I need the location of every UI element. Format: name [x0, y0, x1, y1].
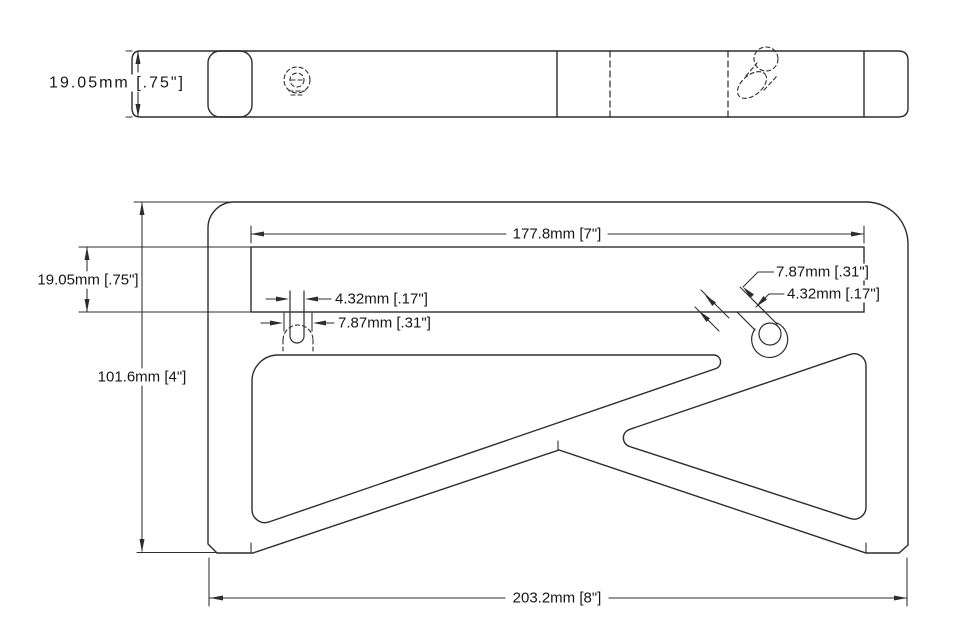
dim-slot-length	[250, 225, 865, 244]
hidden-left-keyhole	[283, 66, 311, 96]
right-cutout	[622, 353, 867, 520]
dim-label-top-thickness: 19.05mm [.75"]	[47, 74, 187, 92]
hidden-projection-lines	[609, 50, 729, 118]
dim-label-slot-length: 177.8mm [7"]	[510, 225, 604, 243]
dim-label-overall-width: 203.2mm [8"]	[510, 589, 604, 607]
angled-keyhole	[736, 298, 789, 358]
dim-label-left-counterbore: 7.87mm [.31"]	[336, 314, 433, 332]
dimensions	[78, 201, 908, 607]
dim-label-rail-height: 19.05mm [.75"]	[35, 271, 141, 289]
dim-label-overall-height: 101.6mm [4"]	[95, 368, 189, 386]
dim-overall-height	[133, 201, 234, 554]
dim-label-right-counterbore: 7.87mm [.31"]	[774, 263, 871, 281]
dim-rail-height	[78, 246, 252, 313]
dim-left-slot-width	[265, 296, 332, 302]
dim-label-right-slot-width: 4.32mm [.17"]	[785, 285, 882, 303]
left-keyhole	[282, 290, 314, 355]
dim-angled-keyhole	[694, 271, 785, 332]
bracket-outline	[207, 201, 909, 554]
top-view	[125, 46, 909, 118]
top-view-left-section	[207, 50, 253, 118]
left-cutout	[251, 354, 722, 524]
dim-label-left-slot-width: 4.32mm [.17"]	[333, 290, 430, 308]
dim-top-thickness	[125, 50, 141, 118]
dim-left-counterbore	[260, 312, 335, 332]
dim-overall-width	[208, 557, 908, 607]
front-view	[78, 201, 909, 607]
hidden-angled-keyhole	[736, 46, 779, 99]
top-view-outline	[131, 50, 909, 118]
